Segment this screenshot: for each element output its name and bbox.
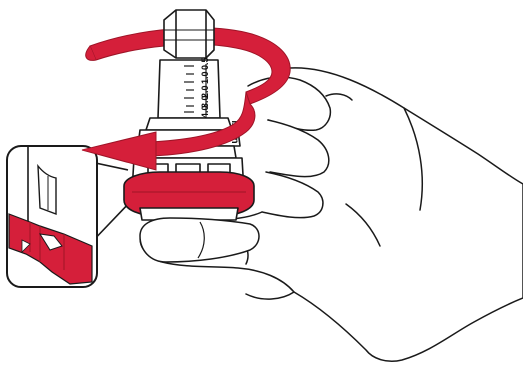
- flow-scale-values: 0.5 1.0 2.0 3.0 4.0: [200, 57, 210, 118]
- scale-mark-1: 0.5: [200, 57, 210, 70]
- magnified-detail-icon: [7, 146, 132, 287]
- scale-mark-2: 1.0: [200, 71, 210, 84]
- scale-mark-5: 4.0: [200, 105, 210, 118]
